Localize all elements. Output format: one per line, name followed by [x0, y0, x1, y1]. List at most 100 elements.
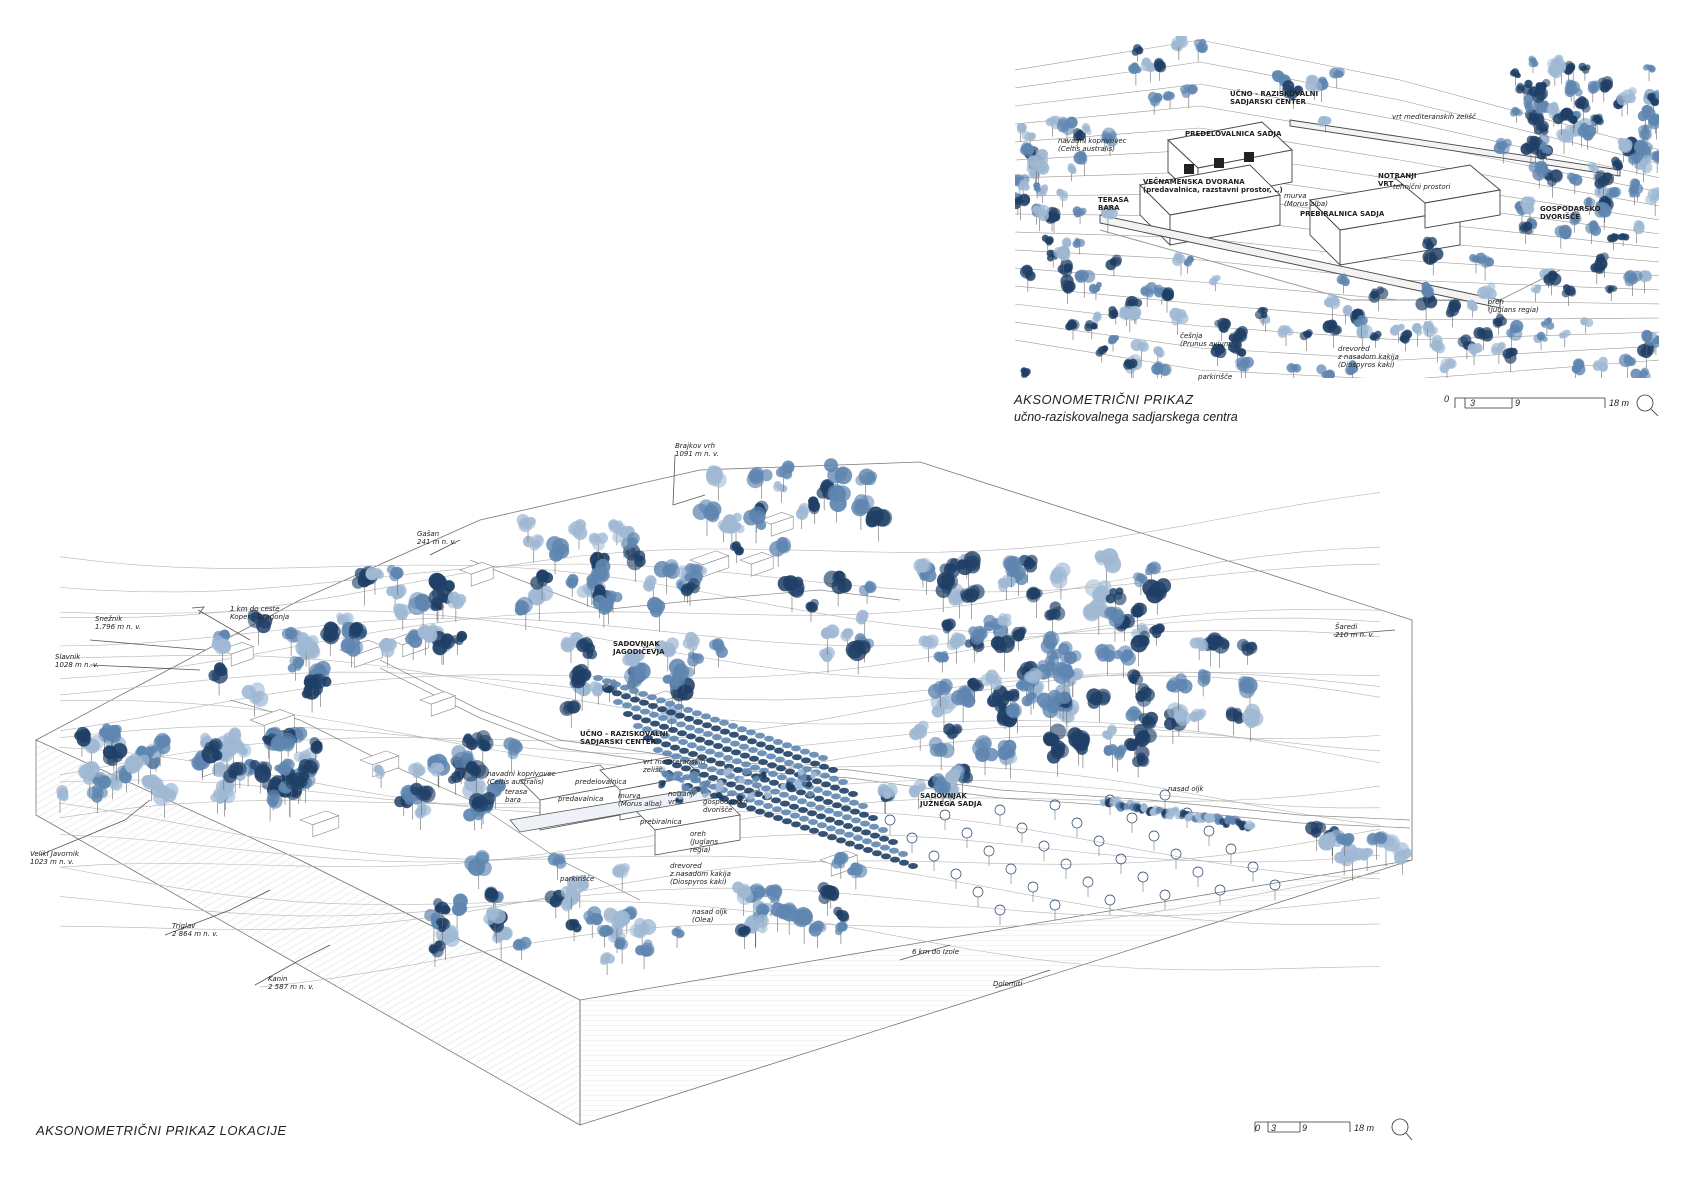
berry-bush [696, 745, 706, 752]
tree-crown [1140, 286, 1149, 295]
tree-crown [1027, 132, 1035, 140]
berry-bush [612, 690, 622, 697]
tree-crown [1332, 70, 1341, 79]
berry-bush [665, 700, 675, 707]
tree-crown [117, 765, 127, 775]
berry-bush [851, 817, 861, 824]
drawn-line [59, 609, 1381, 698]
berry-bush [659, 723, 669, 730]
tree-crown [430, 762, 440, 772]
berry-bush [765, 744, 775, 751]
tree-crown [1353, 318, 1362, 327]
tree-crown [1531, 60, 1539, 67]
contour-lines [59, 492, 1381, 988]
berry-bush [878, 827, 888, 833]
main-scale-3: 3 [1271, 1123, 1277, 1133]
berry-bush [833, 811, 843, 817]
berry-bush [880, 844, 890, 851]
tree-crown [1626, 93, 1636, 104]
drawn-line [59, 492, 1381, 619]
berry-bush [621, 693, 631, 700]
drawn-line [1015, 61, 1659, 165]
berry-bush [890, 856, 900, 863]
tree-crown [306, 634, 319, 647]
tree-crown [1342, 278, 1350, 287]
drawn-line [1015, 285, 1659, 321]
tree-crown [798, 502, 811, 515]
tree-crown [1497, 342, 1505, 350]
tree-crown [801, 780, 809, 788]
berry-bush [832, 802, 842, 809]
tree-crown [739, 795, 745, 801]
tree-crown [1097, 346, 1106, 355]
drawn-line [1015, 339, 1659, 378]
tree-crown [612, 911, 628, 927]
tree-crown [858, 584, 870, 596]
tree-crown [1040, 189, 1047, 197]
tree-crown [687, 640, 698, 652]
main-label-predM: predelovalnica [575, 778, 627, 786]
tree-crown [278, 767, 287, 775]
tree-crown [1174, 252, 1183, 261]
tree-crown [257, 614, 273, 629]
tree-crown [162, 788, 177, 803]
tree-crown [716, 788, 721, 792]
main-label-triglav: Triglav 2 864 m n. v. [172, 922, 218, 938]
berry-bush [740, 752, 750, 759]
tree-crown [1241, 643, 1254, 656]
tree-crown [1542, 78, 1551, 88]
tree-crown [729, 542, 739, 552]
inset-scale-0: 0 [1444, 394, 1450, 404]
tree-crown [576, 638, 590, 653]
tree-crown [1490, 346, 1500, 355]
tree-crown [1636, 373, 1647, 378]
berry-bush [798, 807, 808, 813]
tree-crown [350, 621, 364, 635]
tree-crown [1088, 599, 1105, 615]
tree-crown [1322, 320, 1336, 334]
tree-crown [573, 525, 588, 540]
berry-bush [673, 771, 683, 777]
berry-bush [817, 822, 827, 829]
berry-bush [827, 834, 837, 841]
berry-bush [759, 767, 769, 774]
tree-crown [662, 674, 672, 684]
tree-crown [109, 728, 121, 739]
berry-bush [738, 735, 748, 741]
tree-crown [1120, 307, 1127, 314]
tree-crown [765, 793, 770, 799]
tree-crown [212, 635, 224, 647]
tree-crown [1133, 298, 1143, 308]
berry-bush [668, 727, 678, 733]
berry-bush [783, 751, 793, 757]
berry-bush [714, 751, 724, 758]
tree-crown [1091, 322, 1097, 329]
tree-crown [1036, 161, 1050, 175]
berry-bush [728, 723, 738, 729]
tree-crown [1322, 369, 1335, 378]
tree-crown [925, 634, 939, 648]
tree-crown [1006, 688, 1020, 701]
tree-crown [1126, 706, 1142, 721]
berry-bush [869, 823, 879, 830]
berry-bush [681, 765, 691, 772]
berry-bush [756, 741, 766, 748]
tree-crown [1100, 548, 1119, 566]
tree-crown [253, 691, 265, 703]
tree-crown [929, 744, 943, 757]
tree-crown [1303, 330, 1310, 338]
tree-crown [689, 772, 695, 778]
tree-crown [1235, 820, 1241, 826]
berry-bush [680, 756, 690, 763]
berry-bush [697, 754, 707, 761]
tree-crown [777, 576, 793, 592]
berry-bush [699, 771, 709, 778]
berry-bush [831, 793, 841, 800]
tree-crown [598, 928, 607, 937]
tree-crown [1045, 631, 1057, 643]
tree-crown [797, 908, 809, 920]
tree-crown [856, 609, 869, 622]
tree-crown [1131, 48, 1140, 56]
tree-crown [528, 588, 546, 606]
berry-bush [809, 751, 819, 758]
